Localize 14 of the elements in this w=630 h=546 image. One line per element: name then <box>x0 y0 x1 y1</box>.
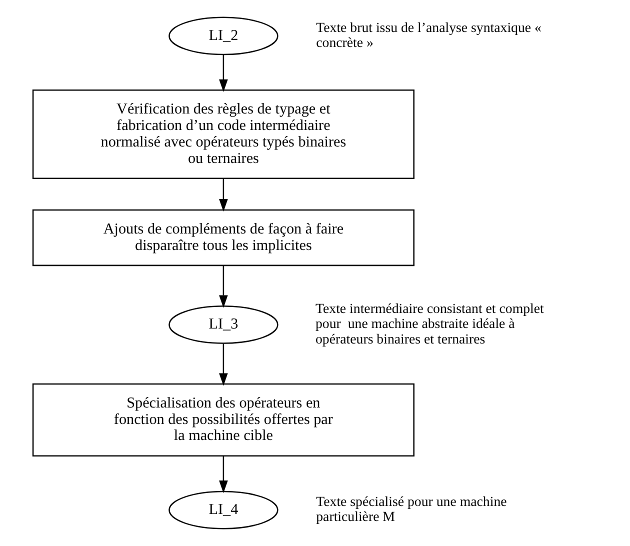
node-ellipse: LI_4 <box>168 490 278 530</box>
arrow <box>218 456 228 494</box>
arrow <box>218 178 228 212</box>
node-box: Spécialisation des opérateurs en fonction des possibilités offertes par la machine cible <box>32 383 414 456</box>
node-box: Ajouts de compléments de façon à faire disparaître tous les implicites <box>32 209 414 266</box>
node-label: Texte intermédiaire consistant et complet pour une machine abstraite idéale à opérateurs binaires et ternaires <box>315 302 544 348</box>
node-ellipse: LI_3 <box>168 306 278 344</box>
node-box: Vérification des règles de typage et fabrication d’un code intermédiaire normalisé avec opérateurs typés binaires ou ternaires <box>32 90 414 180</box>
node-label: Texte spécialisé pour une machine particulière M <box>316 495 506 526</box>
node-ellipse: LI_2 <box>168 16 278 56</box>
arrow <box>218 54 228 92</box>
arrow <box>218 344 228 386</box>
node-label: Texte brut issu de l’analyse syntaxique « concrète » <box>316 20 541 52</box>
arrow <box>218 266 228 308</box>
